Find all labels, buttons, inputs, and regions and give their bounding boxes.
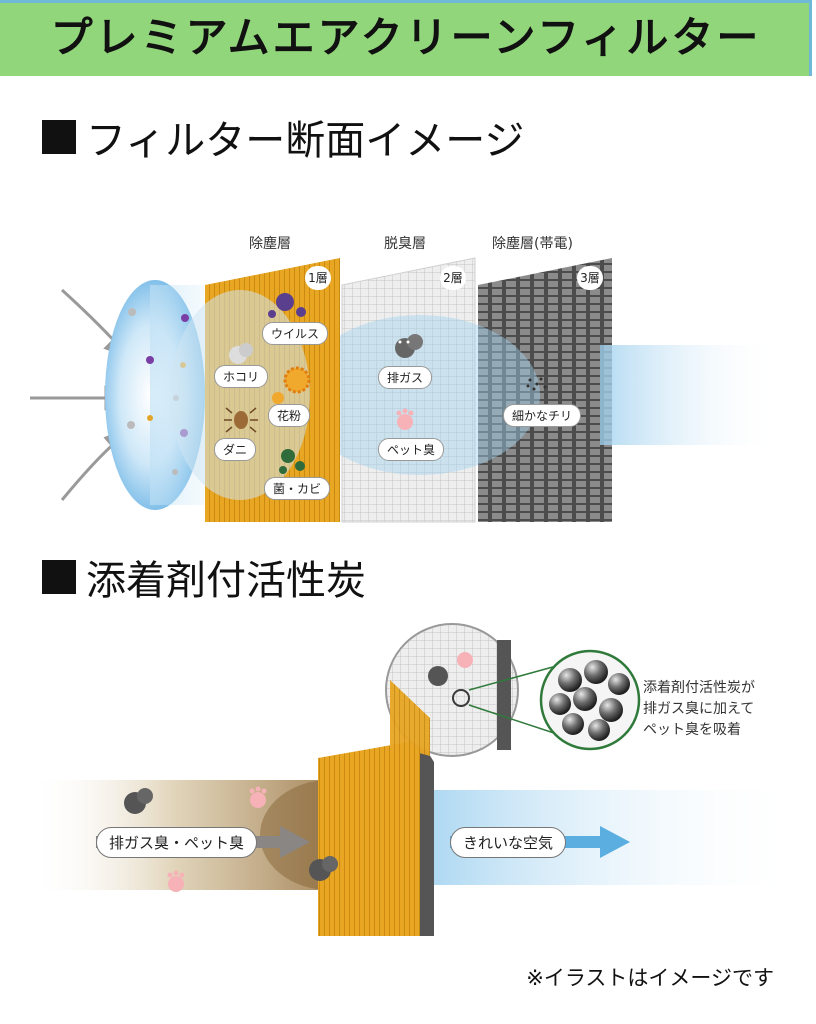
image-note: ※イラストはイメージです (526, 966, 774, 990)
outgoing-clean-air (600, 345, 780, 445)
square-bullet-icon (42, 120, 76, 154)
out-arrow-head (600, 826, 630, 858)
gas-icon (309, 856, 338, 881)
mold-icon (279, 449, 305, 474)
layer2-name: 脱臭層 (384, 236, 426, 252)
tag-dust: ホコリ (214, 365, 269, 388)
tag-mite: ダニ (214, 438, 257, 461)
magnified-section (385, 623, 519, 757)
page-title: プレミアムエアクリーンフィルター (50, 13, 762, 62)
clean-air-label: きれいな空気 (450, 827, 567, 858)
layer3-badge: 3層 (577, 266, 603, 290)
section-heading-cross-section: フィルター断面イメージ (42, 108, 524, 166)
caption-line: ペット臭を吸着 (643, 722, 741, 738)
tag-pollen: 花粉 (268, 404, 311, 427)
section1-heading: フィルター断面イメージ (86, 118, 525, 164)
paw-icon (396, 408, 414, 430)
tag-exhaust: 排ガス (378, 366, 433, 389)
layer3-name: 除塵層(帯電) (492, 236, 573, 252)
section2-heading: 添着剤付活性炭 (86, 558, 366, 604)
paw-icon (249, 786, 267, 808)
square-bullet-icon (42, 560, 76, 594)
carbon-balls-zoom (539, 649, 641, 751)
dust-icon (229, 343, 253, 364)
paw-icon (167, 870, 185, 892)
layer2-badge: 2層 (440, 266, 466, 290)
tag-mold: 菌・カビ (264, 477, 331, 500)
layer1-badge: 1層 (305, 266, 331, 290)
tag-virus: ウイルス (262, 322, 329, 345)
in-arrow-head (280, 826, 310, 858)
title-banner (0, 0, 812, 76)
tag-pet-odor: ペット臭 (378, 438, 445, 461)
exhaust-gas-icon (395, 334, 423, 358)
carbon-filter-panel (318, 740, 420, 936)
fine-dust-icon (526, 377, 547, 391)
tag-fine-dust: 細かなチリ (503, 404, 582, 427)
carbon-caption: 添着剤付活性炭が 排ガス臭に加えて ペット臭を吸着 (643, 678, 755, 741)
virus-icon (268, 293, 306, 318)
pollen-icon (272, 366, 311, 404)
layer1-name: 除塵層 (249, 236, 291, 252)
caption-line: 添着剤付活性炭が (643, 680, 755, 696)
caption-line: 排ガス臭に加えて (643, 701, 755, 717)
mite-icon (224, 407, 258, 433)
dirty-air-label: 排ガス臭・ペット臭 (96, 827, 258, 858)
layer3-panel (478, 258, 612, 522)
section-heading-carbon: 添着剤付活性炭 (42, 548, 366, 606)
gas-icon (124, 788, 153, 814)
